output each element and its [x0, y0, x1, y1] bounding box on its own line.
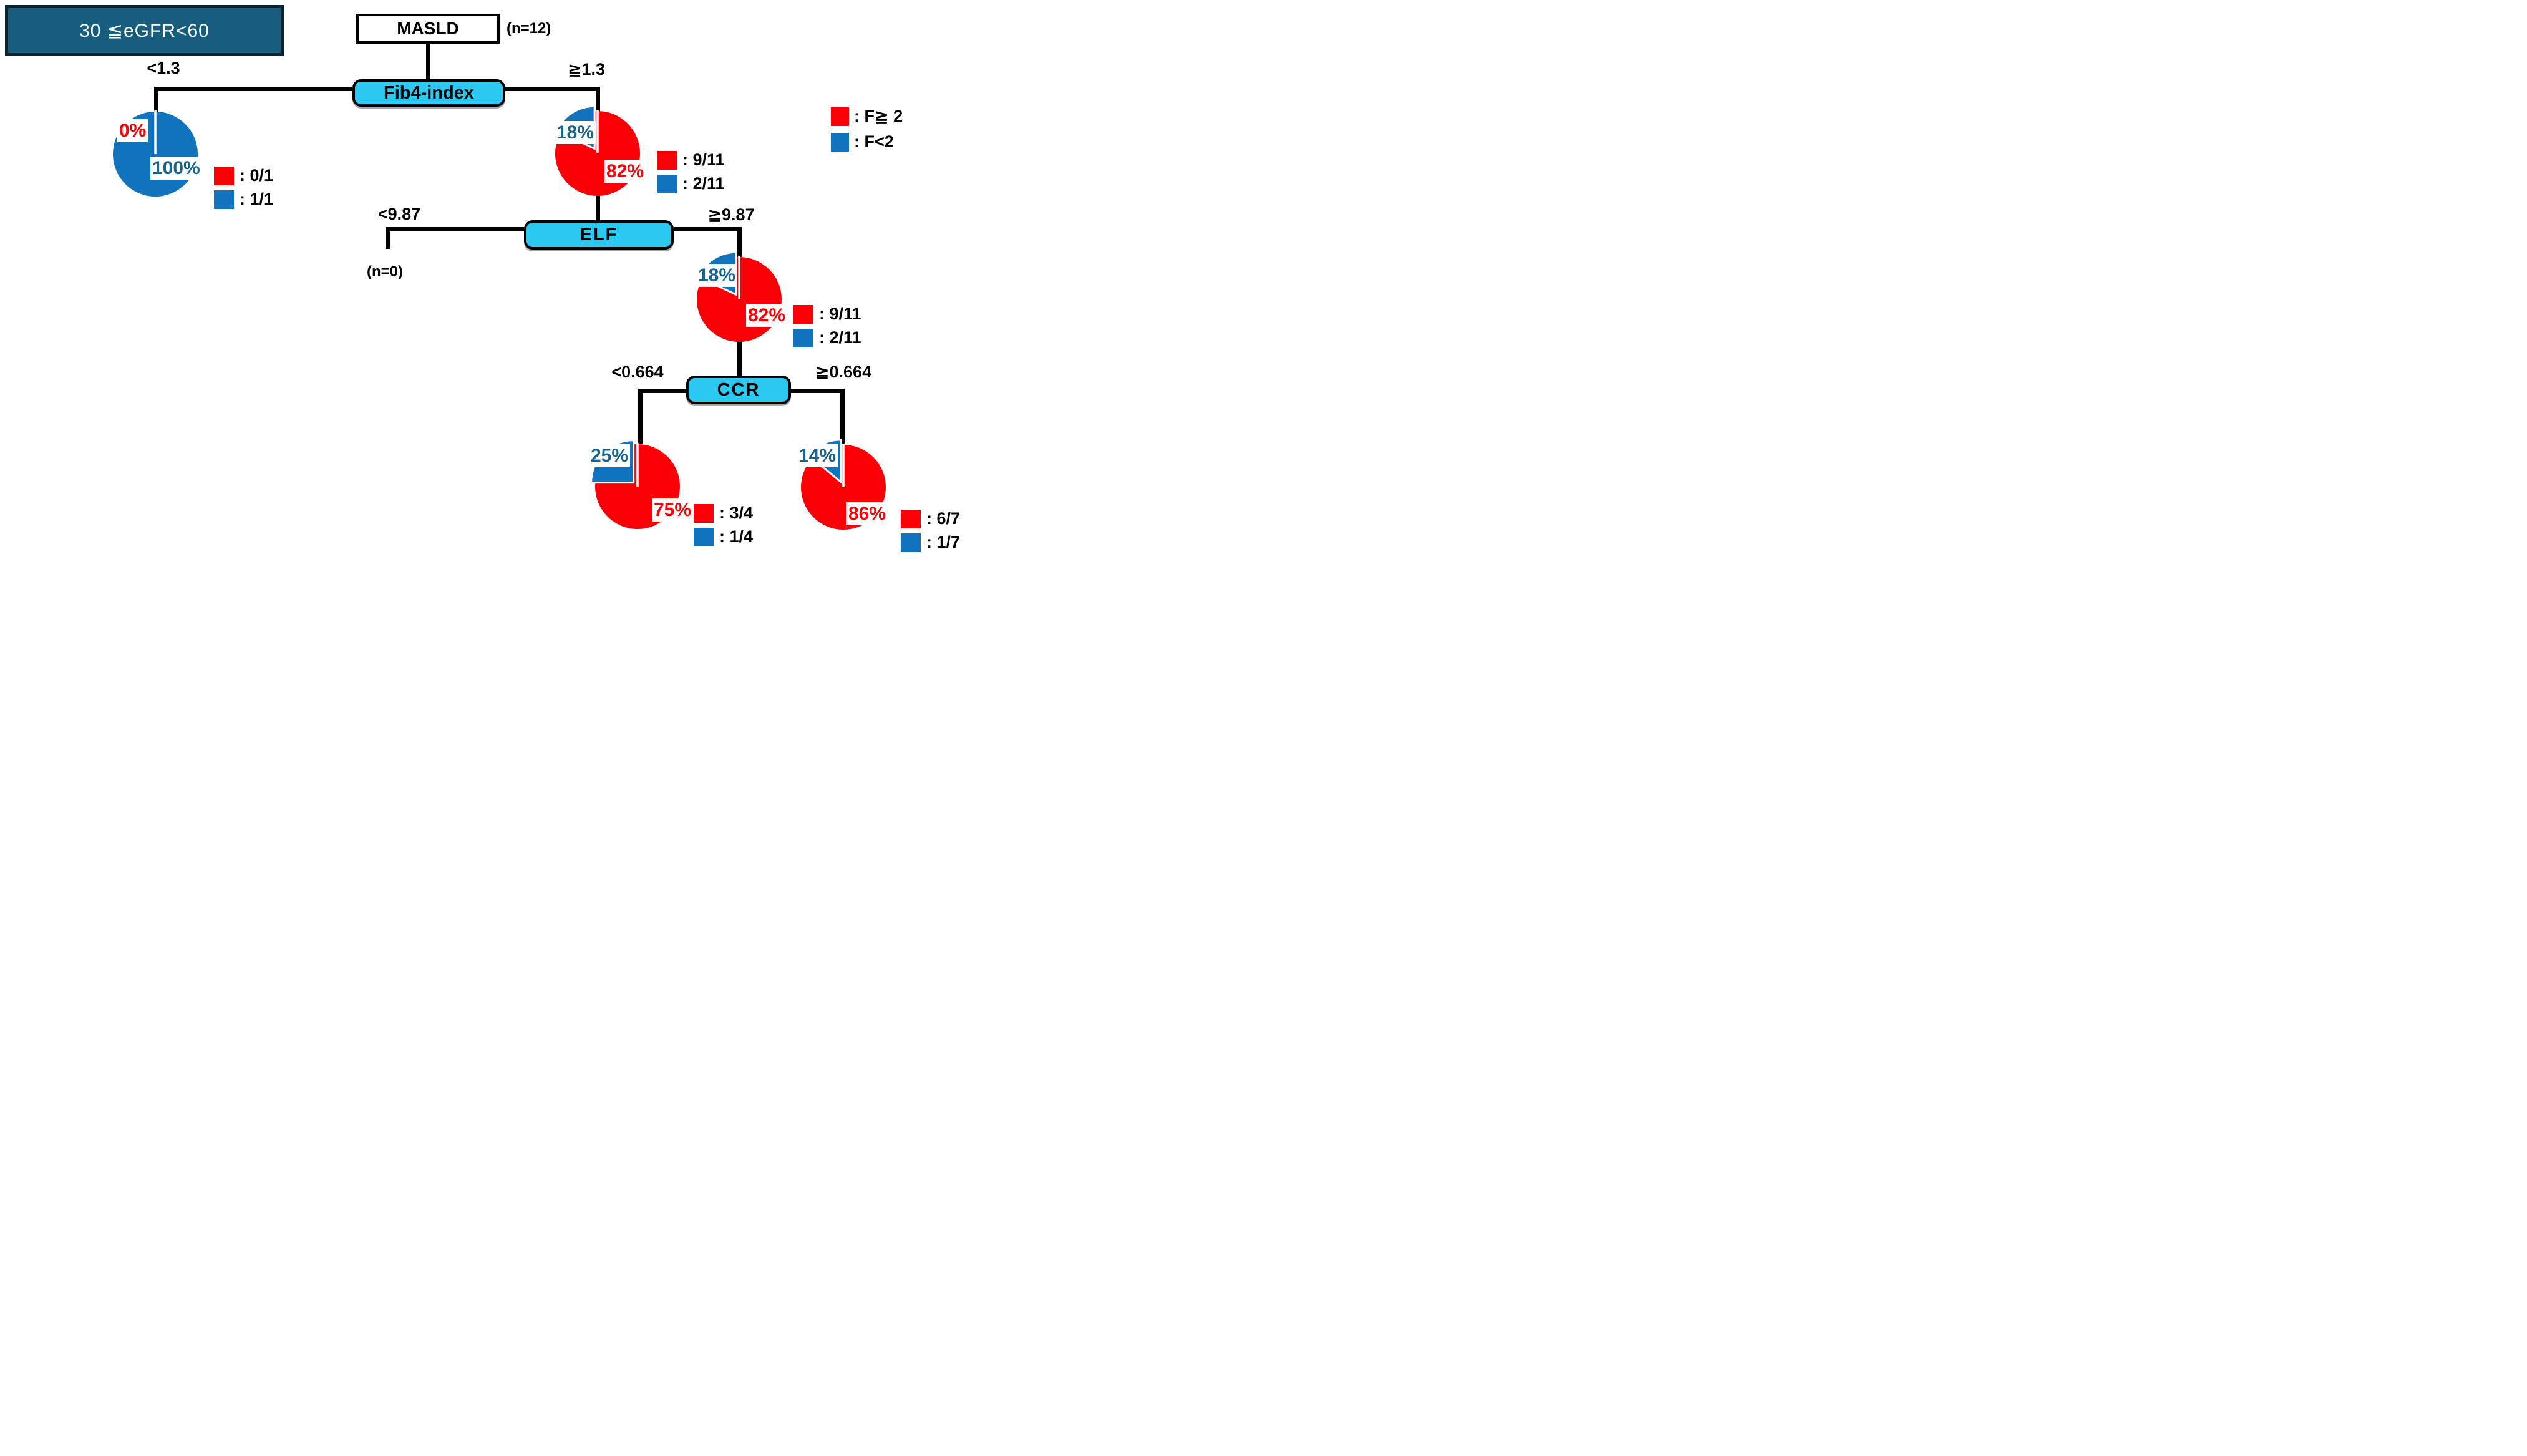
- blue-swatch-icon: [214, 190, 234, 209]
- connector-pie-to-elf: [596, 193, 600, 222]
- red-swatch-icon: [694, 503, 714, 523]
- fibrosis-stage-legend: : F≧ 2 : F<2: [831, 107, 903, 152]
- legend-row: : 6/7: [901, 509, 960, 528]
- elf-low-result-count: (n=0): [366, 263, 404, 280]
- connector-ccr-left-horizontal: [641, 389, 686, 393]
- connector-ccr-left-vertical: [638, 389, 643, 444]
- legend-row: : 3/4: [694, 503, 753, 523]
- blue-swatch-icon: [657, 174, 677, 193]
- blue-swatch-icon: [831, 132, 849, 152]
- pct-label-blue-fib4-high: 18%: [555, 121, 596, 144]
- pct-label-red-elf-high: 82%: [746, 304, 788, 327]
- connector-pie-to-ccr: [737, 341, 742, 377]
- pct-label-red-fib4-high: 82%: [604, 160, 646, 183]
- pie-chart-fib4-high: [551, 105, 644, 199]
- connector-fib4-left-horizontal: [155, 87, 352, 91]
- red-swatch-icon: [793, 304, 813, 324]
- root-node-masld: MASLD: [356, 14, 500, 44]
- connector-fib4-right-horizontal: [505, 87, 600, 91]
- legend-red-count: : 0/1: [240, 166, 274, 185]
- legend-red-count: : 9/11: [682, 150, 725, 169]
- pct-label-red-ccr-high: 86%: [846, 502, 888, 525]
- legend-red-count: : 6/7: [926, 509, 961, 528]
- egfr-range-label: 30 ≦eGFR<60: [79, 20, 210, 41]
- legend-ccr-high: : 6/7 : 1/7: [901, 509, 960, 552]
- legend-red-count: : 3/4: [719, 503, 754, 522]
- node-elf-label: ELF: [580, 225, 618, 245]
- legend-row: : 2/11: [793, 328, 861, 347]
- condition-fib4-high: ≧1.3: [567, 60, 606, 79]
- decision-tree-figure: 30 ≦eGFR<60 MASLD (n=12) Fib4-index ELF …: [0, 0, 964, 556]
- legend-row: : 9/11: [657, 150, 725, 170]
- legend-blue-count: : 2/11: [682, 174, 725, 193]
- connector-ccr-right-vertical: [840, 389, 845, 444]
- legend-row: : F≧ 2: [831, 107, 903, 126]
- condition-elf-high: ≧9.87: [707, 205, 755, 224]
- legend-blue-count: : 1/4: [719, 527, 754, 546]
- legend-blue-count: : 2/11: [819, 328, 861, 347]
- connector-elf-right-horizontal: [674, 227, 740, 231]
- root-sample-count: (n=12): [507, 20, 551, 37]
- pct-label-red-fib4-low: 0%: [117, 119, 148, 142]
- node-fib4-label: Fib4-index: [383, 82, 474, 103]
- legend-fib4-high: : 9/11 : 2/11: [657, 150, 725, 193]
- condition-ccr-low: <0.664: [611, 362, 664, 381]
- node-elf: ELF: [524, 220, 674, 250]
- legend-row: : 1/7: [901, 533, 960, 552]
- legend-elf-high: : 9/11 : 2/11: [793, 304, 861, 347]
- legend-blue-count: : 1/1: [240, 190, 274, 208]
- red-swatch-icon: [831, 107, 849, 126]
- legend-row: : 1/4: [694, 527, 753, 546]
- connector-elf-right-vertical: [737, 227, 742, 257]
- red-swatch-icon: [657, 150, 677, 170]
- red-swatch-icon: [901, 509, 921, 528]
- connector-fib4-right-vertical: [596, 87, 600, 112]
- pct-label-blue-elf-high: 18%: [696, 264, 738, 287]
- connector-ccr-right-horizontal: [791, 389, 845, 393]
- legend-blue-count: : 1/7: [926, 533, 961, 551]
- condition-fib4-low: <1.3: [147, 59, 180, 77]
- condition-ccr-high: ≧0.664: [815, 362, 872, 381]
- legend-row: : F<2: [831, 132, 903, 152]
- blue-swatch-icon: [901, 533, 921, 552]
- pct-label-blue-ccr-high: 14%: [797, 444, 838, 467]
- legend-ccr-low: : 3/4 : 1/4: [694, 503, 753, 546]
- legend-row: : 0/1: [214, 166, 273, 185]
- pct-label-blue-fib4-low: 100%: [150, 157, 202, 180]
- pct-label-blue-ccr-low: 25%: [589, 444, 631, 467]
- node-ccr: CCR: [686, 376, 791, 404]
- egfr-range-header: 30 ≦eGFR<60: [5, 5, 284, 56]
- legend-red-count: : 9/11: [819, 304, 861, 323]
- blue-swatch-icon: [694, 527, 714, 546]
- connector-elf-left-stub: [386, 227, 390, 249]
- connector-root-to-fib4: [426, 44, 430, 80]
- legend-f-ge2: : F≧ 2: [854, 107, 903, 125]
- legend-row: : 9/11: [793, 304, 861, 324]
- blue-swatch-icon: [793, 328, 813, 347]
- pct-label-red-ccr-low: 75%: [652, 498, 694, 522]
- node-ccr-label: CCR: [717, 379, 760, 400]
- condition-elf-low: <9.87: [377, 205, 421, 223]
- legend-row: : 1/1: [214, 190, 273, 209]
- legend-row: : 2/11: [657, 174, 725, 193]
- legend-fib4-low: : 0/1 : 1/1: [214, 166, 273, 209]
- connector-fib4-left-vertical: [154, 87, 158, 113]
- red-swatch-icon: [214, 166, 234, 185]
- node-fib4-index: Fib4-index: [352, 79, 505, 107]
- connector-elf-left-horizontal: [387, 227, 524, 231]
- root-node-label: MASLD: [397, 19, 459, 38]
- legend-f-lt2: : F<2: [854, 132, 894, 151]
